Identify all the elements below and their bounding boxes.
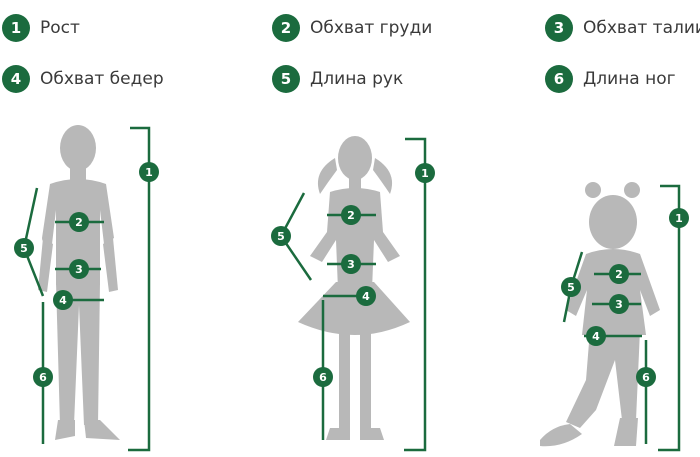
legend-badge: 6 [545, 65, 573, 93]
legend-item-waist: 3 Обхват талии [545, 13, 700, 43]
svg-text:2: 2 [347, 209, 355, 222]
legend-label: Рост [40, 18, 80, 38]
height-bracket [128, 126, 151, 452]
legend-item-chest: 2 Обхват груди [272, 13, 432, 43]
marker-badge: 3 [609, 294, 629, 314]
legend-badge: 1 [2, 14, 30, 42]
legend-label: Обхват бедер [40, 69, 164, 89]
svg-text:3: 3 [615, 298, 623, 311]
marker-badge: 6 [636, 367, 656, 387]
marker-badge: 6 [313, 367, 333, 387]
svg-text:5: 5 [567, 281, 575, 294]
svg-text:6: 6 [39, 371, 47, 384]
svg-text:4: 4 [592, 330, 600, 343]
legend-badge: 4 [2, 65, 30, 93]
svg-text:2: 2 [75, 216, 83, 229]
legend-badge: 2 [272, 14, 300, 42]
marker-badge: 3 [341, 254, 361, 274]
legend-badge: 3 [545, 14, 573, 42]
legend-item-hips: 4 Обхват бедер [2, 64, 164, 94]
svg-text:6: 6 [642, 371, 650, 384]
marker-badge: 5 [14, 238, 34, 258]
height-bracket [658, 184, 681, 452]
legend-item-height: 1 Рост [2, 13, 80, 43]
legend-badge: 5 [272, 65, 300, 93]
svg-text:3: 3 [347, 258, 355, 271]
svg-text:1: 1 [675, 212, 683, 225]
svg-text:4: 4 [59, 294, 67, 307]
legend-item-arm-length: 5 Длина рук [272, 64, 403, 94]
svg-text:4: 4 [362, 290, 370, 303]
marker-badge: 4 [356, 286, 376, 306]
svg-text:1: 1 [421, 167, 429, 180]
marker-badge: 6 [33, 367, 53, 387]
marker-badge: 2 [341, 205, 361, 225]
marker-badge: 1 [669, 208, 689, 228]
marker-badge: 5 [271, 226, 291, 246]
height-bracket [404, 137, 427, 452]
boy-markers: 1 2 3 4 5 6 [14, 162, 159, 387]
svg-text:5: 5 [20, 242, 28, 255]
small-girl-measurements [562, 184, 681, 452]
small-girl-markers: 1 2 3 4 5 6 [561, 208, 689, 387]
girl-markers: 1 2 3 4 5 6 [271, 163, 435, 387]
marker-badge: 1 [139, 162, 159, 182]
marker-badge: 2 [69, 212, 89, 232]
marker-badge: 1 [415, 163, 435, 183]
legend-label: Длина рук [310, 69, 404, 89]
marker-badge: 2 [609, 264, 629, 284]
svg-text:1: 1 [145, 166, 153, 179]
svg-text:3: 3 [75, 263, 83, 276]
legend-label: Длина ног [583, 69, 676, 89]
girl-silhouette [298, 136, 410, 440]
svg-text:6: 6 [319, 371, 327, 384]
legend-label: Обхват талии [583, 18, 700, 38]
small-girl-silhouette [540, 182, 660, 447]
legend-item-leg-length: 6 Длина ног [545, 64, 676, 94]
svg-text:2: 2 [615, 268, 623, 281]
marker-badge: 4 [586, 326, 606, 346]
marker-badge: 3 [69, 259, 89, 279]
boy-silhouette [38, 125, 120, 440]
marker-badge: 5 [561, 277, 581, 297]
svg-text:5: 5 [277, 230, 285, 243]
marker-badge: 4 [53, 290, 73, 310]
legend-label: Обхват груди [310, 18, 433, 38]
